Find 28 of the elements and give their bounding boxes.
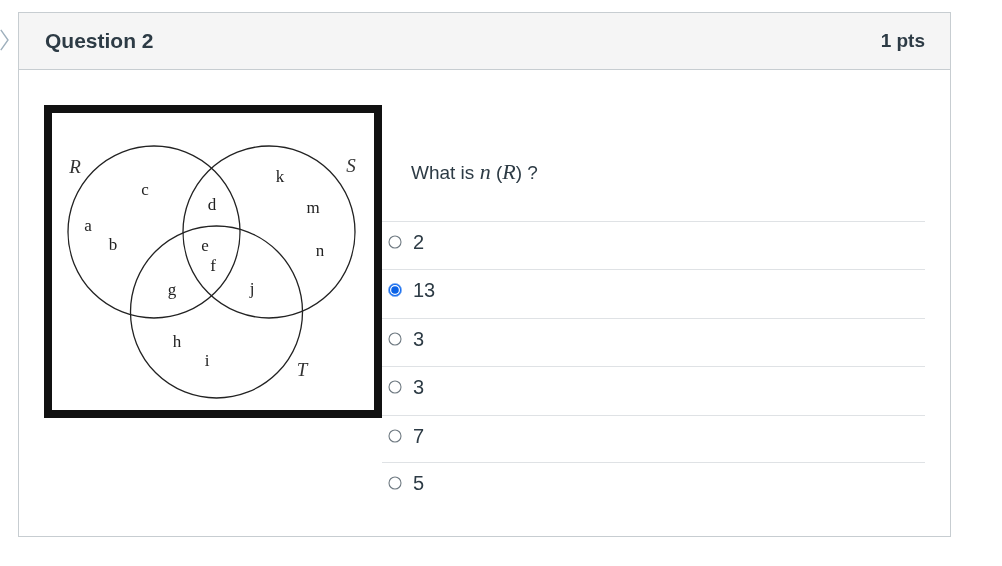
answer-option: 13 bbox=[413, 278, 436, 302]
answer-option: 3 bbox=[413, 327, 425, 351]
set-label: R bbox=[69, 156, 81, 178]
question-title: Question 2 bbox=[45, 28, 154, 54]
element-label: a bbox=[84, 216, 92, 236]
element-label: m bbox=[306, 198, 320, 218]
answer-option: 2 bbox=[413, 230, 425, 254]
element-label: e bbox=[201, 236, 209, 256]
answer-option: 3 bbox=[413, 375, 425, 399]
element-label: c bbox=[141, 180, 149, 200]
element-label: k bbox=[275, 167, 285, 187]
element-label: f bbox=[210, 256, 216, 276]
element-label: i bbox=[204, 351, 210, 371]
answer-option: 5 bbox=[413, 471, 425, 495]
element-label: g bbox=[167, 280, 177, 300]
answer-option: 7 bbox=[413, 424, 425, 448]
element-label: j bbox=[249, 279, 255, 299]
set-label: S bbox=[346, 155, 356, 177]
element-label: h bbox=[172, 332, 182, 352]
set-circle bbox=[129, 224, 310, 400]
set-circle bbox=[66, 144, 242, 320]
element-label: d bbox=[207, 195, 217, 215]
points-label: 1 pts bbox=[880, 29, 925, 53]
set-circle bbox=[181, 144, 359, 320]
element-label: n bbox=[315, 241, 325, 261]
set-label: T bbox=[296, 359, 308, 381]
question-text: What is n (R) ? bbox=[411, 157, 538, 186]
element-label: b bbox=[108, 235, 118, 255]
